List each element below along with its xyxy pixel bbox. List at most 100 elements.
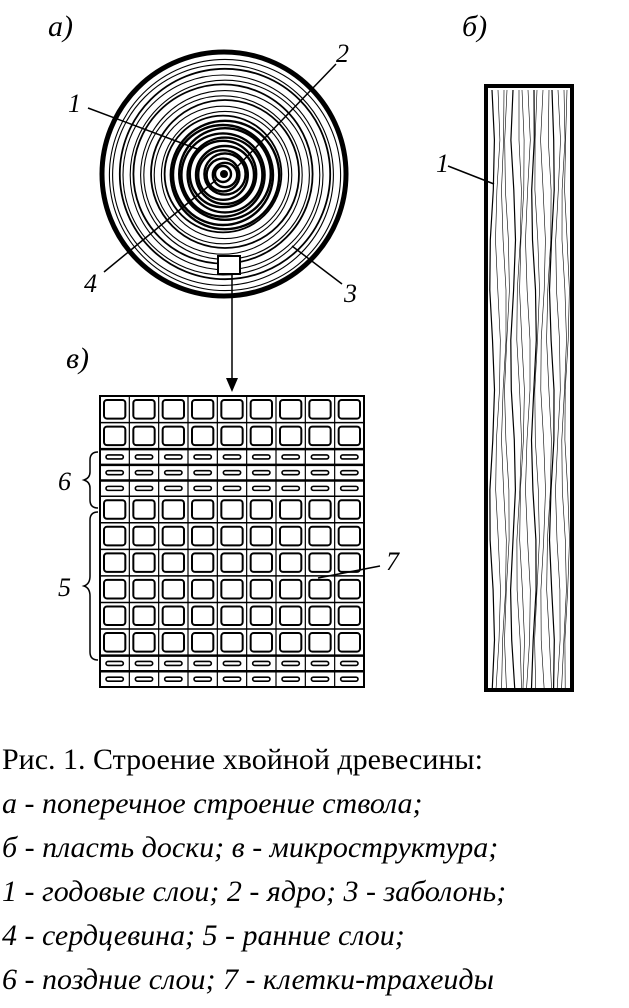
early-cell — [103, 525, 127, 547]
late-cell — [310, 676, 330, 682]
early-cell — [337, 605, 361, 627]
early-cell — [337, 578, 361, 600]
leader-1 — [87, 107, 201, 151]
late-cell — [134, 469, 154, 476]
late-cell — [193, 660, 213, 667]
early-cell — [337, 632, 361, 653]
late-cell — [163, 454, 183, 460]
grain-line — [548, 89, 555, 689]
late-cell — [251, 660, 271, 667]
early-cell — [308, 425, 332, 447]
early-cell — [161, 578, 186, 600]
annual-ring — [194, 144, 256, 206]
annual-ring — [205, 157, 241, 193]
early-cell — [279, 499, 303, 520]
early-cell — [161, 525, 186, 547]
late-cell — [105, 454, 125, 460]
early-cell — [103, 632, 127, 653]
late-cell — [163, 485, 183, 492]
late-cell — [339, 485, 359, 492]
sample-window — [217, 255, 241, 275]
annual-ring — [112, 64, 334, 286]
early-cell — [220, 399, 244, 420]
early-cell — [132, 399, 156, 420]
tracheid-cells — [100, 395, 364, 687]
early-cell — [249, 499, 274, 520]
early-cell — [132, 578, 156, 600]
late-cell — [251, 454, 271, 460]
late-cell — [281, 485, 301, 492]
early-cell — [161, 552, 186, 573]
annual-ring — [169, 119, 281, 231]
early-cell — [220, 525, 244, 547]
early-cell — [103, 399, 127, 420]
annual-ring — [108, 58, 342, 292]
late-cell — [281, 660, 301, 667]
early-cell — [161, 499, 186, 520]
late-cell — [310, 485, 330, 492]
early-cell — [308, 578, 332, 600]
late-cell — [339, 660, 359, 667]
early-cell — [161, 425, 186, 447]
early-cell — [337, 552, 361, 573]
late-cell — [281, 454, 301, 460]
caption-title: Рис. 1. Строение хвойной древесины: — [2, 743, 483, 776]
arrow-head — [226, 378, 238, 392]
early-cell — [308, 399, 332, 420]
late-cell — [105, 469, 125, 476]
figure-caption: Рис. 1. Строение хвойной древесины: а - … — [2, 738, 627, 1002]
early-cell — [279, 425, 303, 447]
annual-ring — [177, 126, 272, 221]
early-cell — [191, 605, 215, 627]
early-cell — [191, 525, 215, 547]
grain-line — [519, 89, 525, 689]
label-6: 6 — [58, 467, 71, 496]
late-cell — [193, 469, 213, 476]
bracket-6 — [81, 451, 99, 509]
early-cell — [220, 425, 244, 447]
late-cell — [193, 485, 213, 492]
grain-line — [540, 89, 546, 689]
caption-line-4: 4 - сердцевина; 5 - ранние слои; — [2, 919, 405, 952]
early-cell — [132, 425, 156, 447]
annual-ring — [213, 164, 233, 184]
early-cell — [161, 399, 186, 420]
wood-structure-figure: а) б) в) 1 2 3 4 6 5 7 1 — [48, 10, 574, 692]
grain-line — [489, 89, 496, 689]
early-cell — [103, 605, 127, 627]
annual-ring — [143, 95, 303, 255]
early-cell — [279, 399, 303, 420]
late-cell — [222, 485, 242, 492]
microstructure-grid — [99, 395, 365, 688]
log-pith — [220, 170, 228, 178]
late-cell — [222, 469, 242, 476]
early-cell — [249, 525, 274, 547]
grain-line — [516, 90, 522, 689]
early-cell — [132, 605, 156, 627]
late-cell — [251, 676, 271, 682]
late-cell — [251, 485, 271, 492]
early-cell — [337, 399, 361, 420]
label-3: 3 — [343, 279, 357, 308]
early-cell — [220, 632, 244, 653]
early-cell — [132, 552, 156, 573]
early-cell — [132, 525, 156, 547]
leader-3 — [291, 245, 343, 285]
early-cell — [249, 605, 274, 627]
early-cell — [103, 552, 127, 573]
early-cell — [249, 632, 274, 653]
grain-line — [504, 89, 510, 689]
early-cell — [279, 552, 303, 573]
grain-line — [555, 89, 561, 689]
late-cell — [105, 485, 125, 492]
panel-a-label: а) — [48, 10, 73, 43]
wood-grain — [489, 89, 570, 689]
grain-line — [509, 89, 517, 689]
late-cell — [310, 469, 330, 476]
late-cell — [339, 454, 359, 460]
early-cell — [132, 632, 156, 653]
leader-4 — [103, 179, 217, 273]
late-cell — [222, 676, 242, 682]
leader-2 — [235, 63, 337, 169]
late-cell — [310, 660, 330, 667]
